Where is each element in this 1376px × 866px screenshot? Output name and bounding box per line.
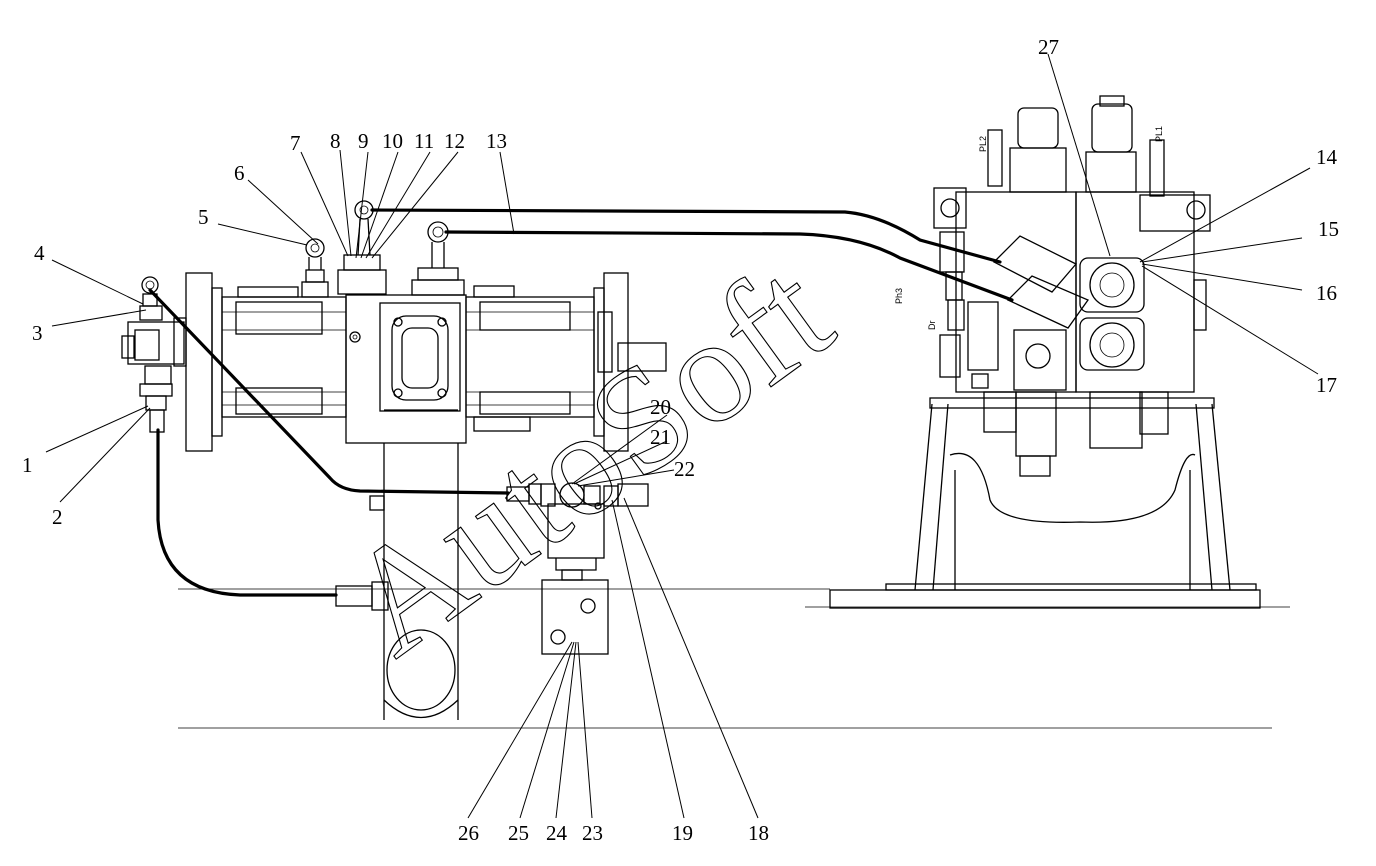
callout-18: 18 xyxy=(748,821,769,845)
callout-5: 5 xyxy=(198,205,209,229)
callout-24: 24 xyxy=(546,821,568,845)
callout-6: 6 xyxy=(234,161,245,185)
port-label-dr: Dr xyxy=(927,321,937,331)
callout-1: 1 xyxy=(22,453,33,477)
callout-15: 15 xyxy=(1318,217,1339,241)
callout-19: 19 xyxy=(672,821,693,845)
control-valve: PL2 PL1 Ph3 Dr xyxy=(829,95,1261,609)
callout-25: 25 xyxy=(508,821,529,845)
callout-12: 12 xyxy=(444,129,465,153)
port-label-pl2: PL2 xyxy=(978,136,988,152)
callout-8: 8 xyxy=(330,129,341,153)
callout-13: 13 xyxy=(486,129,507,153)
hoses xyxy=(148,208,1014,611)
main-pump xyxy=(185,200,667,720)
port-label-pl1: PL1 xyxy=(1154,126,1164,142)
callout-11: 11 xyxy=(414,129,434,153)
callout-4: 4 xyxy=(34,241,45,265)
reference-lines xyxy=(178,588,1290,729)
callout-10: 10 xyxy=(382,129,403,153)
callout-14: 14 xyxy=(1316,145,1338,169)
callout-21: 21 xyxy=(650,425,671,449)
callout-20: 20 xyxy=(650,395,671,419)
callout-7: 7 xyxy=(290,131,301,155)
small-pump xyxy=(121,276,187,433)
filter-assembly xyxy=(506,482,649,655)
callout-3: 3 xyxy=(32,321,43,345)
callout-2: 2 xyxy=(52,505,63,529)
callout-23: 23 xyxy=(582,821,603,845)
leader-lines xyxy=(45,53,1319,819)
callout-27: 27 xyxy=(1038,35,1059,59)
callout-26: 26 xyxy=(458,821,479,845)
callout-numbers: 1 2 3 4 5 6 7 8 9 10 11 12 13 14 15 16 1… xyxy=(22,35,1339,845)
callout-17: 17 xyxy=(1316,373,1337,397)
watermark-text: AutoSoft xyxy=(317,229,860,687)
callout-22: 22 xyxy=(674,457,695,481)
port-label-ph3: Ph3 xyxy=(894,288,904,304)
callout-9: 9 xyxy=(358,129,369,153)
callout-16: 16 xyxy=(1316,281,1337,305)
watermark: AutoSoft xyxy=(316,229,860,688)
